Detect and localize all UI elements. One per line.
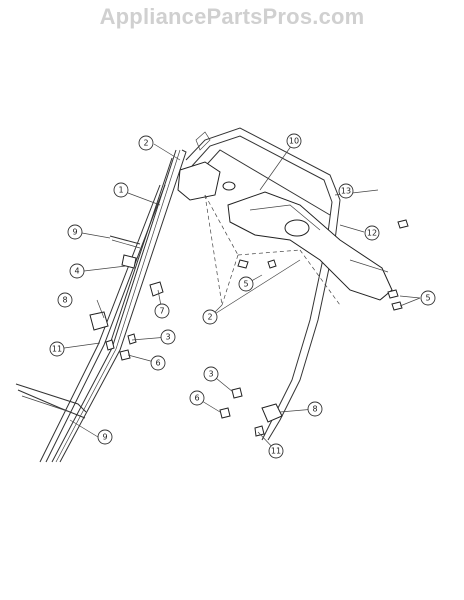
callout-5b: 5 <box>420 290 436 306</box>
callout-9: 9 <box>67 224 83 240</box>
bracket-part-2 <box>177 131 236 201</box>
cables <box>15 235 141 419</box>
svg-text:11: 11 <box>52 345 62 354</box>
callout-5: 5 <box>238 276 254 292</box>
callout-4: 4 <box>69 263 85 279</box>
svg-text:2: 2 <box>207 313 212 322</box>
callout-2b: 2 <box>202 309 218 325</box>
svg-text:3: 3 <box>208 370 213 379</box>
callout-6b: 6 <box>189 390 205 406</box>
callout-3b: 3 <box>203 366 219 382</box>
svg-text:11: 11 <box>271 447 281 456</box>
svg-text:1: 1 <box>118 186 123 195</box>
callout-8: 8 <box>57 292 73 308</box>
callout-10: 10 <box>286 133 302 149</box>
callout-7: 7 <box>154 303 170 319</box>
svg-text:9: 9 <box>102 433 107 442</box>
svg-text:6: 6 <box>155 359 160 368</box>
svg-text:3: 3 <box>165 333 170 342</box>
svg-text:5: 5 <box>425 294 430 303</box>
callout-3: 3 <box>160 329 176 345</box>
callout-6: 6 <box>150 355 166 371</box>
svg-text:4: 4 <box>74 267 79 276</box>
control-console <box>227 191 393 301</box>
callout-11b: 11 <box>268 443 284 459</box>
callout-11: 11 <box>49 341 65 357</box>
callout-2: 2 <box>138 135 154 151</box>
svg-text:8: 8 <box>312 405 317 414</box>
svg-text:12: 12 <box>367 229 377 238</box>
callout-1: 1 <box>113 182 129 198</box>
svg-text:13: 13 <box>341 187 351 196</box>
svg-text:5: 5 <box>243 280 248 289</box>
watermark: AppliancePartsPros.com <box>99 4 365 29</box>
svg-text:9: 9 <box>72 228 77 237</box>
callout-9b: 9 <box>97 429 113 445</box>
svg-text:6: 6 <box>194 394 199 403</box>
callout-12: 12 <box>364 225 380 241</box>
svg-text:2: 2 <box>143 139 148 148</box>
callout-8b: 8 <box>307 401 323 417</box>
callout-13: 13 <box>338 183 354 199</box>
hardware <box>89 219 409 437</box>
svg-text:7: 7 <box>159 307 164 316</box>
svg-text:8: 8 <box>62 296 67 305</box>
assembly-dashes <box>204 194 341 306</box>
leader-lines <box>56 141 421 452</box>
svg-text:10: 10 <box>289 137 299 146</box>
